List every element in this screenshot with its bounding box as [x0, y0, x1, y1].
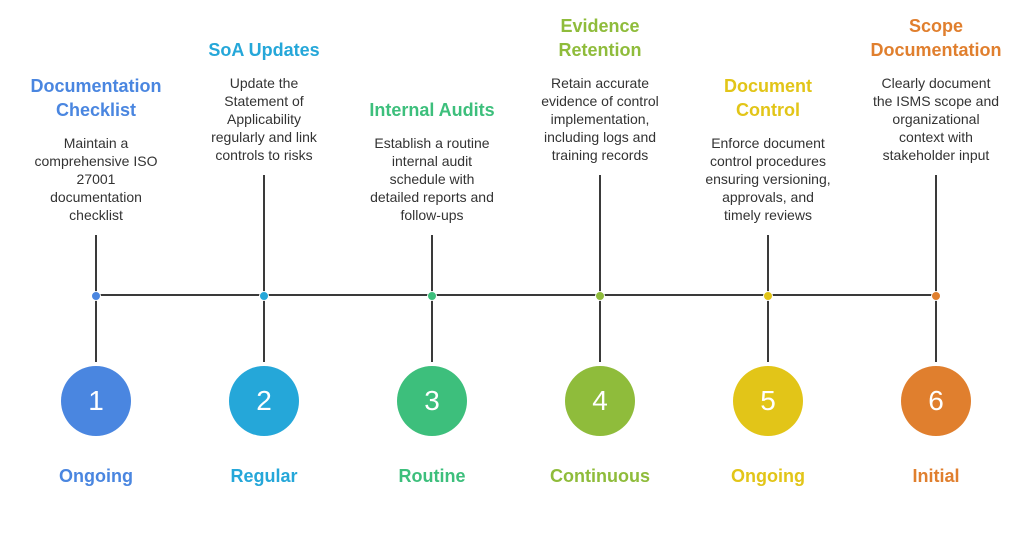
step-frequency: Regular: [230, 466, 298, 486]
timeline-step-3: Internal Audits Establish a routine inte…: [348, 0, 516, 534]
step-title: Documentation Checklist: [30, 76, 162, 120]
step-description: Update the Statement of Applicability re…: [211, 75, 317, 163]
timeline-step-2: SoA Updates Update the Statement of Appl…: [180, 0, 348, 534]
step-description: Enforce document control procedures ensu…: [705, 135, 831, 223]
step-number-circle: 4: [565, 366, 635, 436]
timeline-marker: [931, 291, 941, 301]
timeline-marker: [259, 291, 269, 301]
step-frequency: Ongoing: [59, 466, 133, 486]
connector-line: [935, 175, 937, 362]
connector-line: [599, 175, 601, 362]
step-description: Establish a routine internal audit sched…: [370, 135, 494, 223]
timeline-step-6: Scope Documentation Clearly document the…: [852, 0, 1016, 534]
step-title: SoA Updates: [208, 40, 320, 60]
step-frequency: Routine: [398, 466, 466, 486]
step-number-circle: 1: [61, 366, 131, 436]
timeline-marker: [427, 291, 437, 301]
connector-line: [263, 175, 265, 362]
step-number-circle: 6: [901, 366, 971, 436]
timeline-marker: [595, 291, 605, 301]
step-number-circle: 3: [397, 366, 467, 436]
step-title: Scope Documentation: [870, 16, 1002, 60]
timeline-step-4: Evidence Retention Retain accurate evide…: [516, 0, 684, 534]
timeline-step-5: Document Control Enforce document contro…: [684, 0, 852, 534]
step-title: Document Control: [723, 76, 812, 120]
timeline-step-1: Documentation Checklist Maintain a compr…: [12, 0, 180, 534]
timeline-marker: [91, 291, 101, 301]
step-description: Maintain a comprehensive ISO 27001 docum…: [34, 135, 158, 223]
step-number-circle: 5: [733, 366, 803, 436]
step-frequency: Initial: [912, 466, 960, 486]
step-description: Clearly document the ISMS scope and orga…: [872, 75, 1000, 163]
step-description: Retain accurate evidence of control impl…: [541, 75, 659, 163]
step-frequency: Ongoing: [731, 466, 805, 486]
step-number-circle: 2: [229, 366, 299, 436]
step-frequency: Continuous: [550, 466, 650, 486]
step-title: Internal Audits: [369, 100, 495, 120]
step-title: Evidence Retention: [558, 16, 642, 60]
timeline-marker: [763, 291, 773, 301]
timeline-axis: [96, 294, 938, 296]
